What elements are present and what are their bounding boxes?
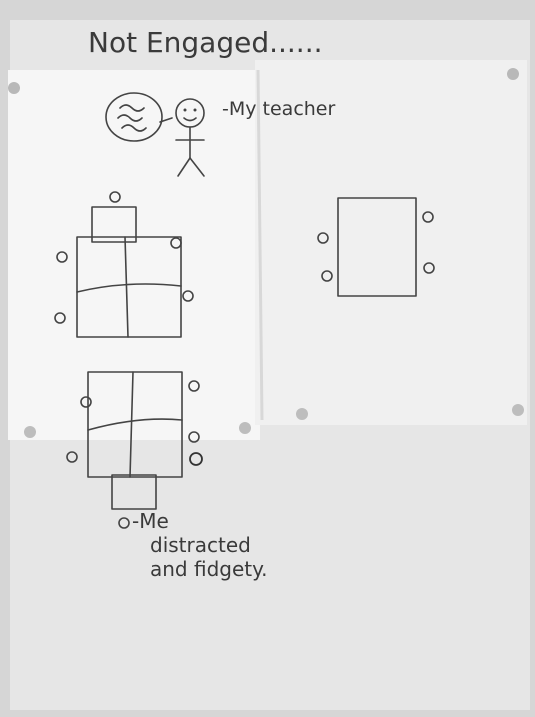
left-paper-sheet [8,70,260,440]
pin-left-bottom [24,426,36,438]
teacher-label: -My teacher [222,98,335,120]
pin-right-sheet-left [296,408,308,420]
poster-title: Not Engaged...... [88,26,323,59]
pin-center-bottom [239,422,251,434]
pin-top-right [507,68,519,80]
pin-top-left [8,82,20,94]
pin-right-sheet-right [512,404,524,416]
